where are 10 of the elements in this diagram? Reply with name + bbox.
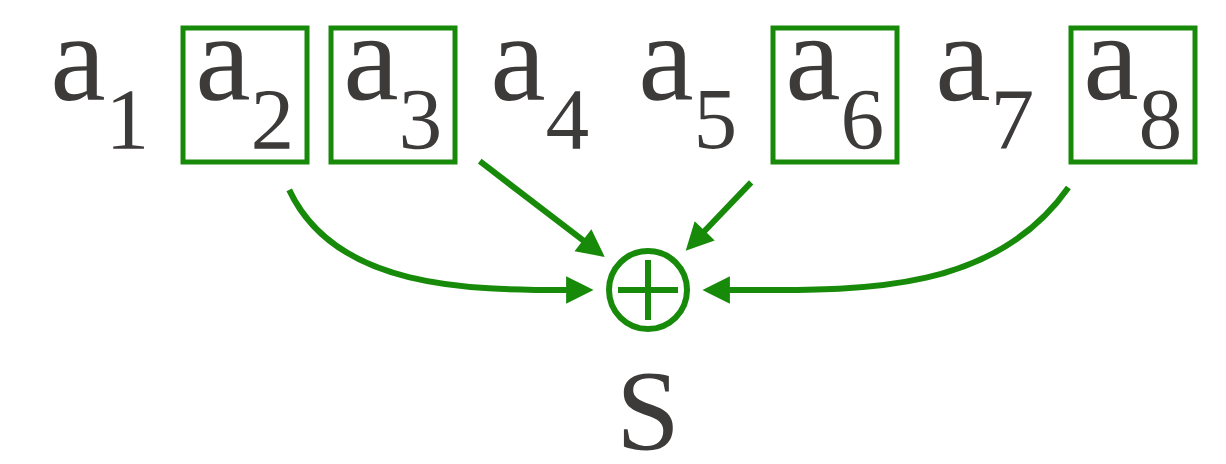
term: a$_{4}$ <box>494 41 588 149</box>
boxed-term: a$_{2}$ <box>180 25 310 165</box>
result-symbol: S <box>623 373 673 451</box>
circled-plus-symbol <box>606 248 690 332</box>
term: a$_{7}$ <box>939 41 1032 149</box>
term: a$_{5}$ <box>642 41 734 149</box>
boxed-term: a$_{3}$ <box>328 25 458 165</box>
boxed-term: a$_{6}$ <box>770 25 900 165</box>
term: a$_{1}$ <box>54 41 144 149</box>
boxed-term: a$_{8}$ <box>1068 25 1198 165</box>
